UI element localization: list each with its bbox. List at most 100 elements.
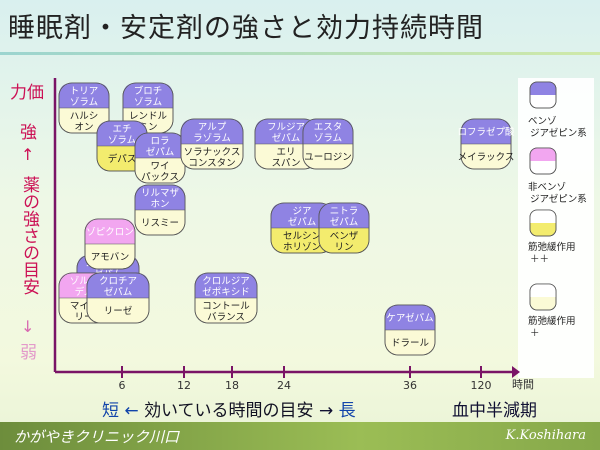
drug-generic-name: トリア <box>70 86 99 97</box>
drug-generic-name: ゾラム <box>70 97 98 108</box>
drug-capsule-top <box>255 119 317 144</box>
drug-capsule-top <box>59 83 109 108</box>
drug-brand-name: スパン <box>272 158 301 169</box>
y-axis-arrow-down: ↓ <box>21 317 34 336</box>
x-axis-caption: 効いている時間の目安 <box>144 401 314 421</box>
legend-swatch-outline <box>529 209 557 237</box>
drug-brand-name: メイラックス <box>458 152 515 163</box>
drug-brand-name: リー <box>74 312 93 323</box>
drug-generic-name: ロフラゼプ酸 <box>457 126 515 138</box>
drug-generic-name: ゼパム <box>272 132 301 144</box>
drug-capsule-top <box>85 219 135 244</box>
drug-generic-name: リルマザ <box>141 188 180 199</box>
legend-label-line1: 筋弛緩作用 <box>528 241 576 253</box>
legend-label-line1: ベンゾ <box>528 116 557 127</box>
drug-generic-name: ロラ <box>150 136 169 147</box>
drug-generic-name: エスタ <box>314 122 343 133</box>
legend-label-line1: 非ベンゾ <box>528 181 566 193</box>
x-tick-label: 6 <box>119 379 126 392</box>
x-tick-label: 120 <box>471 379 492 392</box>
drug-generic-name: ゼパム <box>288 216 317 228</box>
drug-brand-name: ベンザ <box>330 231 359 242</box>
drug-generic-name: ラゾラム <box>193 133 231 144</box>
legend-swatch-outline <box>529 81 557 109</box>
legend-swatch-outline <box>529 147 557 175</box>
drug-generic-name: アルプ <box>198 122 227 133</box>
drug-generic-name: クロチア <box>99 276 137 287</box>
left-arrow: ← <box>124 401 139 421</box>
long-label: 長 <box>338 401 356 421</box>
legend-item: 筋弛緩作用＋ <box>528 283 576 339</box>
drug-generic-name: ブロチ <box>134 85 163 97</box>
drug-capsule-outline <box>86 272 150 324</box>
legend-label-line2: ＋ <box>530 328 540 339</box>
drug-generic-name: ゼパム <box>104 286 133 298</box>
x-axis-short-label: 短 ← 効いている時間の目安 → 長 <box>102 396 356 421</box>
title-divider <box>0 52 600 55</box>
drug-brand-name: バランス <box>207 312 245 323</box>
y-axis-caption: 薬の強さの目安 <box>19 176 40 295</box>
drug-capsule-top <box>181 119 243 144</box>
drug-generic-name: ジア <box>292 206 311 217</box>
drug-generic-name: ゾラム <box>134 97 162 108</box>
drug-brand-name: リン <box>334 242 353 253</box>
drug-brand-name: ホリゾン <box>283 242 321 253</box>
x-tick-label: 24 <box>277 379 291 392</box>
drug-capsule-outline <box>460 118 512 170</box>
drug-capsule-top <box>319 203 369 228</box>
drug-generic-name: ゼパム <box>146 146 175 158</box>
x-axis-unit: 時間 <box>512 378 534 391</box>
drug-capsule-outline <box>58 82 110 134</box>
drug-capsule-outline <box>302 118 354 170</box>
footer-bar <box>0 422 600 450</box>
legend-swatch-top <box>530 148 556 161</box>
drug-brand-name: ドラール <box>391 338 430 349</box>
drug-brand-name: デパス <box>108 153 137 165</box>
drug-capsule-outline <box>84 218 136 270</box>
drug-generic-name: エチ <box>112 124 131 135</box>
drug-brand-name: リーゼ <box>104 305 133 317</box>
y-axis-weak-label: 弱 <box>20 343 37 363</box>
drug-generic-name: クロルジア <box>202 276 250 287</box>
drug-brand-name: エリ <box>276 147 295 158</box>
drug-capsule-top <box>385 305 435 330</box>
drug-generic-name: ゾラム <box>314 133 342 144</box>
x-axis-arrowhead <box>512 366 520 378</box>
x-tick-label: 18 <box>225 379 239 392</box>
footer-clinic-name: かがやきクリニック川口 <box>14 428 180 446</box>
y-axis-top-label: 力価 <box>10 83 44 103</box>
legend-swatch-top <box>530 284 556 297</box>
drug-brand-name: ミン <box>138 122 157 133</box>
drug-brand-name: セルシン <box>283 231 321 242</box>
footer-author: K.Koshihara <box>505 428 586 443</box>
drug-capsule-top <box>123 83 173 108</box>
drug-capsule-top <box>135 185 185 210</box>
drug-capsule-top <box>461 119 511 144</box>
x-tick-label: 36 <box>403 379 417 392</box>
legend-label-line1: 筋弛緩作用 <box>528 315 576 327</box>
drug-brand-name: コントール <box>202 301 250 312</box>
legend-label-line2: ＋＋ <box>530 254 549 265</box>
drug-capsule-outline <box>180 118 244 170</box>
drug-generic-name: ホン <box>150 199 169 210</box>
legend-label-line2: ジアゼピン系 <box>530 127 587 139</box>
drug-brand-name: ワイ <box>150 161 169 172</box>
y-axis-strong-label: 強 <box>20 123 37 143</box>
drug-capsule-top <box>271 203 333 228</box>
drug-capsule-outline <box>384 304 436 356</box>
drug-brand-name: ユーロジン <box>304 152 352 163</box>
drug-capsule-top <box>195 273 257 298</box>
drug-brand-name: アモバン <box>91 252 129 263</box>
